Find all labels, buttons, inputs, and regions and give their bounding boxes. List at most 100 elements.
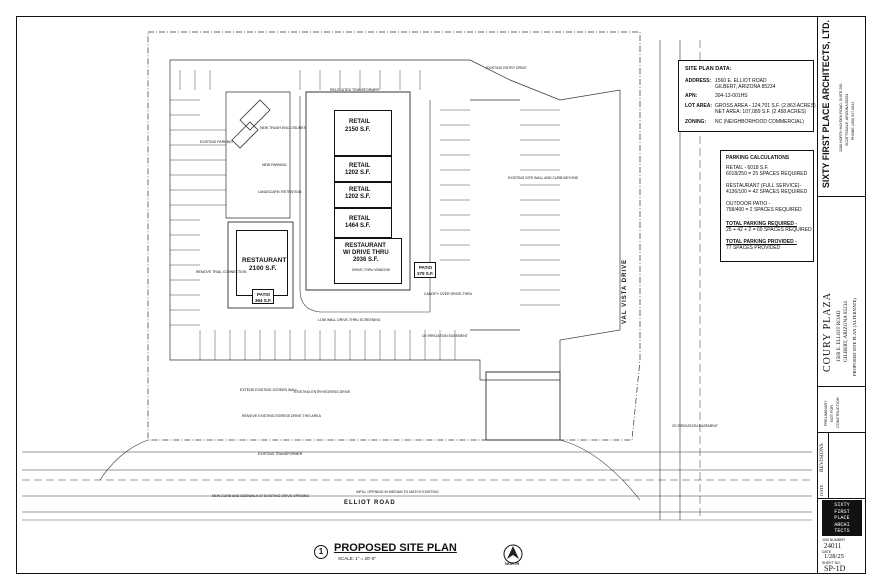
total-provided-line2: 77 SPACES PROVIDED bbox=[726, 245, 781, 251]
note-existing-entry-drive: EXISTING ENTRY DRIVE bbox=[486, 66, 527, 70]
retail-4-area: 1464 S.F. bbox=[345, 223, 371, 229]
retail-building-2: RETAIL 1202 S.F. bbox=[334, 156, 392, 182]
retail-1-area: 2150 S.F. bbox=[345, 127, 371, 133]
retail-building-1: RETAIL 2150 S.F. bbox=[334, 110, 392, 156]
address-line1: 1560 E. ELLIOT ROAD bbox=[715, 78, 767, 84]
drawing-number-circle: 1 bbox=[314, 545, 328, 559]
title-block: SIXTY FIRST PLACE ARCHITECTS, LTD. 3288 … bbox=[817, 16, 866, 574]
note-new-trash: NEW TRASH ENCLOSURES bbox=[260, 126, 307, 130]
logo-line-5: TECTS bbox=[834, 528, 850, 535]
firm-phone: PHONE (480) 947-6644 bbox=[851, 101, 855, 140]
stamp-line-2: NOT FOR bbox=[830, 404, 834, 422]
note-canopy: CANOPY OVER DRIVE-THRU bbox=[424, 292, 473, 296]
project-address-2: GILBERT, ARIZONA 85234 bbox=[843, 301, 849, 362]
parking-retail-line2: 6018/250 = 25 SPACES REQUIRED bbox=[726, 171, 808, 177]
stamp-line-1: PRELIMINARY bbox=[824, 400, 828, 426]
drawing-scale: SCALE: 1" = 20'-0" bbox=[338, 556, 376, 561]
north-arrow-icon bbox=[503, 544, 523, 564]
sheet-number-label: SHEET NO. bbox=[822, 561, 841, 565]
note-landscape: LANDSCAPE/ RETENTION bbox=[258, 190, 302, 194]
total-provided-line1: TOTAL PARKING PROVIDED - bbox=[726, 239, 797, 245]
apn-label: APN: bbox=[685, 93, 698, 99]
drawing-sheet-border bbox=[16, 16, 866, 574]
parking-calculations-box: PARKING CALCULATIONS RETAIL - 6018 S.F. … bbox=[720, 150, 814, 262]
firm-logo: SIXTY FIRST PLACE ARCHI TECTS bbox=[822, 500, 862, 536]
note-infill-median: INFILL OPENING IN MEDIAN TO MATCH EXISTI… bbox=[356, 490, 439, 494]
patio-2: PATIO 375 S.F. bbox=[414, 262, 436, 278]
north-label: NORTH bbox=[505, 561, 520, 566]
parking-heading: PARKING CALCULATIONS bbox=[726, 155, 790, 161]
drawing-title: PROPOSED SITE PLAN bbox=[334, 542, 457, 554]
logo-line-2: FIRST bbox=[834, 508, 850, 515]
note-existing-site-wall: EXISTING SITE WALL AND CURB BEYOND bbox=[508, 176, 579, 180]
job-number: 24011 bbox=[824, 542, 842, 550]
retail-1-name: RETAIL bbox=[349, 119, 371, 125]
note-irrigation-easement-2: 20' IRRIGATION EASEMENT bbox=[672, 424, 718, 428]
restaurant-dt-area: 2036 S.F. bbox=[353, 257, 379, 263]
drawing-number: 1 bbox=[318, 547, 324, 556]
total-required-line1: TOTAL PARKING REQUIRED - bbox=[726, 221, 798, 227]
firm-address-1: 3288 NORTH HAYDEN ROAD, SUITE 200 bbox=[839, 83, 843, 152]
parking-patio-line1: OUTDOOR PATIO - bbox=[726, 201, 771, 207]
logo-line-3: PLACE bbox=[834, 515, 850, 522]
patio-2-name: PATIO bbox=[419, 265, 433, 270]
sheet-number: SP-1D bbox=[824, 564, 846, 573]
date-label: DATE bbox=[822, 550, 832, 554]
parking-patio-line2: 758/400 = 2 SPACES REQUIRED bbox=[726, 207, 802, 213]
firm-address-2: SCOTTSDALE, ARIZONA 85251 bbox=[845, 93, 849, 146]
parking-retail-line1: RETAIL - 6018 S.F. bbox=[726, 165, 769, 171]
project-address-1: 1560 E. ELLIOT ROAD bbox=[836, 310, 842, 363]
zoning-label: ZONING: bbox=[685, 119, 707, 125]
retail-2-area: 1202 S.F. bbox=[345, 170, 371, 176]
street-val-vista-drive: VAL VISTA DRIVE bbox=[622, 258, 628, 324]
retail-building-4: RETAIL 1464 S.F. bbox=[334, 208, 392, 238]
note-new-curb: NEW CURB AND SIDEWALK AT EXISTING DRIVE … bbox=[212, 494, 310, 498]
restaurant-dt-line2: W/ DRIVE THRU bbox=[343, 250, 389, 256]
note-irrigation-easement: 10' IRRIGATION EASEMENT bbox=[422, 334, 468, 338]
revisions-area: REVISIONS DATE bbox=[818, 432, 866, 499]
note-entry-egress: EXISTING ENTRY/EGRESS DRIVE bbox=[294, 390, 351, 394]
stamp-area: PRELIMINARY NOT FOR CONSTRUCTION bbox=[818, 386, 866, 433]
firm-name: SIXTY FIRST PLACE ARCHITECTS, LTD. bbox=[821, 20, 831, 188]
street-elliot-road: ELLIOT ROAD bbox=[344, 500, 396, 506]
restaurant-building: RESTAURANT 2100 S.F. bbox=[236, 230, 288, 296]
lot-net-area: NET AREA: 107,089 S.F. (2.458 ACRES) bbox=[715, 109, 807, 115]
retail-building-3: RETAIL 1202 S.F. bbox=[334, 182, 392, 208]
sheet-date: 1/28/25 bbox=[824, 553, 844, 560]
address-label: ADDRESS: bbox=[685, 78, 712, 84]
note-screen-wall: EXTEND EXISTING SCREEN WALL bbox=[240, 388, 298, 392]
restaurant-name: RESTAURANT bbox=[242, 257, 287, 264]
restaurant-drive-thru-building: RESTAURANT W/ DRIVE THRU 2036 S.F. bbox=[334, 238, 402, 284]
revisions-label: REVISIONS bbox=[819, 443, 825, 472]
job-number-block: JOB NUMBER 24011 DATE 1/28/25 SHEET NO. … bbox=[818, 538, 866, 574]
parking-restaurant-line2: 4136/100 = 42 SPACES REQUIRED bbox=[726, 189, 808, 195]
note-drive-thru-window: DRIVE-THRU WINDOW bbox=[352, 268, 390, 272]
retail-2-name: RETAIL bbox=[349, 163, 371, 169]
apn-value: 304-13-001HS bbox=[715, 93, 748, 99]
logo-line-4: ARCHI bbox=[834, 521, 850, 528]
title-block-project: COURY PLAZA 1560 E. ELLIOT ROAD GILBERT,… bbox=[818, 196, 866, 387]
patio-1-name: PATIO bbox=[257, 292, 271, 297]
job-number-label: JOB NUMBER bbox=[822, 538, 845, 542]
revisions-date-label: DATE bbox=[819, 484, 824, 497]
zoning-value: NC (NEIGHBORHOOD COMMERCIAL) bbox=[715, 119, 804, 125]
note-low-wall: LOW WALL DRIVE-THRU SCREENING bbox=[318, 318, 381, 322]
parking-restaurant-line1: RESTAURANT (FULL SERVICE)- bbox=[726, 183, 802, 189]
site-plan-data-box: SITE PLAN DATA: ADDRESS: 1560 E. ELLIOT … bbox=[678, 60, 816, 132]
note-relocated-transformer: RELOCATED TRANSFORMER bbox=[330, 88, 380, 92]
lot-gross-area: GROSS AREA - 124,701 S.F. (2.863 ACRES) bbox=[715, 103, 816, 109]
retail-4-name: RETAIL bbox=[349, 216, 371, 222]
site-data-heading: SITE PLAN DATA: bbox=[685, 66, 732, 72]
logo-line-1: SIXTY bbox=[834, 502, 850, 508]
stamp-line-3: CONSTRUCTION bbox=[836, 397, 840, 428]
sheet-description: PROPOSED SITE PLAN (ALTERNATE) bbox=[852, 298, 857, 376]
title-block-firm: SIXTY FIRST PLACE ARCHITECTS, LTD. 3288 … bbox=[818, 16, 866, 197]
patio-1-area: 364 S.F. bbox=[255, 298, 272, 303]
patio-1: PATIO 364 S.F. bbox=[252, 289, 274, 304]
note-new-parking: NEW PARKING bbox=[262, 163, 287, 167]
lot-area-label: LOT AREA: bbox=[685, 103, 713, 109]
total-required-line2: 25 + 42 + 2 = 69 SPACES REQUIRED bbox=[726, 227, 812, 233]
address-line2: GILBERT, ARIZONA 85234 bbox=[715, 84, 776, 90]
note-existing-parking: EXISTING PARKING bbox=[200, 140, 233, 144]
